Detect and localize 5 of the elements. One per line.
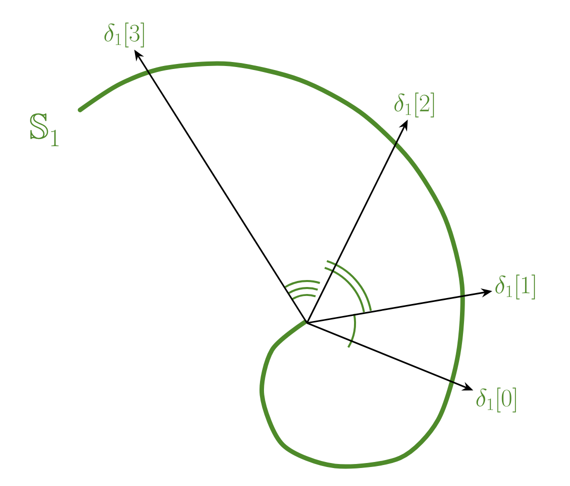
point-label: $\delta_1[3]$: [104, 22, 144, 48]
point-label: $\delta_1[0]$: [476, 388, 516, 412]
point-label: $\delta_1[2]$: [394, 92, 434, 118]
point-label: $\delta_1[1]$: [495, 274, 535, 300]
curve-label: $\mathbb{S}_1$: [30, 113, 59, 146]
